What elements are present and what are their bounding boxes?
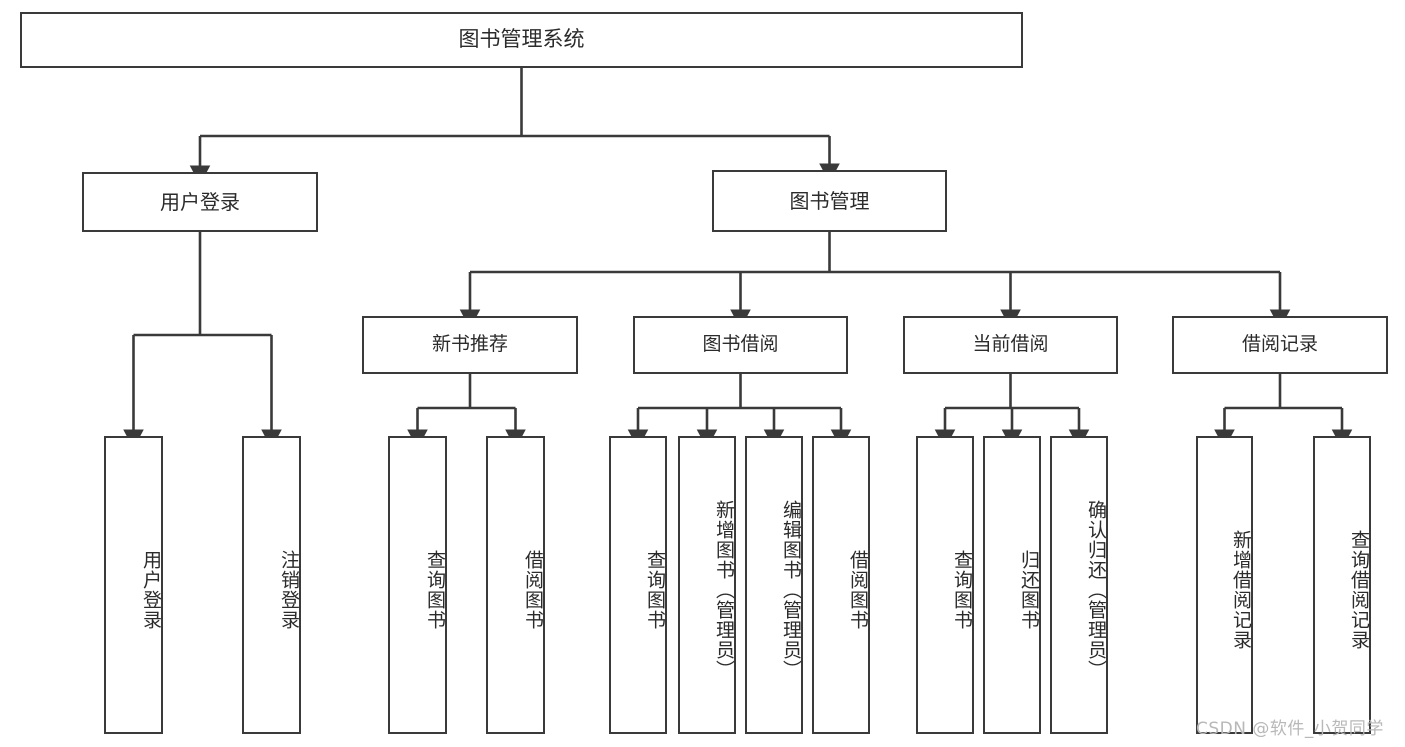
node-root[interactable]: 图书管理系统 xyxy=(20,12,1023,68)
node-book-management[interactable]: 图书管理 xyxy=(712,170,947,232)
leaf-user-login[interactable]: 用户登录 xyxy=(104,436,163,734)
node-borrow-record[interactable]: 借阅记录 xyxy=(1172,316,1388,374)
leaf-query-book-borrow[interactable]: 查询图书 xyxy=(609,436,667,734)
leaf-borrow-book-recommend[interactable]: 借阅图书 xyxy=(486,436,545,734)
node-new-book-recommend[interactable]: 新书推荐 xyxy=(362,316,578,374)
node-user-login[interactable]: 用户登录 xyxy=(82,172,318,232)
leaf-add-borrow-record[interactable]: 新增借阅记录 xyxy=(1196,436,1253,734)
node-current-borrow[interactable]: 当前借阅 xyxy=(903,316,1118,374)
leaf-logout[interactable]: 注销登录 xyxy=(242,436,301,734)
leaf-edit-book-admin[interactable]: 编辑图书（管理员） xyxy=(745,436,803,734)
leaf-query-book-recommend[interactable]: 查询图书 xyxy=(388,436,447,734)
leaf-borrow-book[interactable]: 借阅图书 xyxy=(812,436,870,734)
leaf-query-borrow-record[interactable]: 查询借阅记录 xyxy=(1313,436,1371,734)
leaf-query-book-current[interactable]: 查询图书 xyxy=(916,436,974,734)
leaf-return-book[interactable]: 归还图书 xyxy=(983,436,1041,734)
leaf-confirm-return-admin[interactable]: 确认归还（管理员） xyxy=(1050,436,1108,734)
leaf-add-book-admin[interactable]: 新增图书（管理员） xyxy=(678,436,736,734)
node-book-borrow[interactable]: 图书借阅 xyxy=(633,316,848,374)
